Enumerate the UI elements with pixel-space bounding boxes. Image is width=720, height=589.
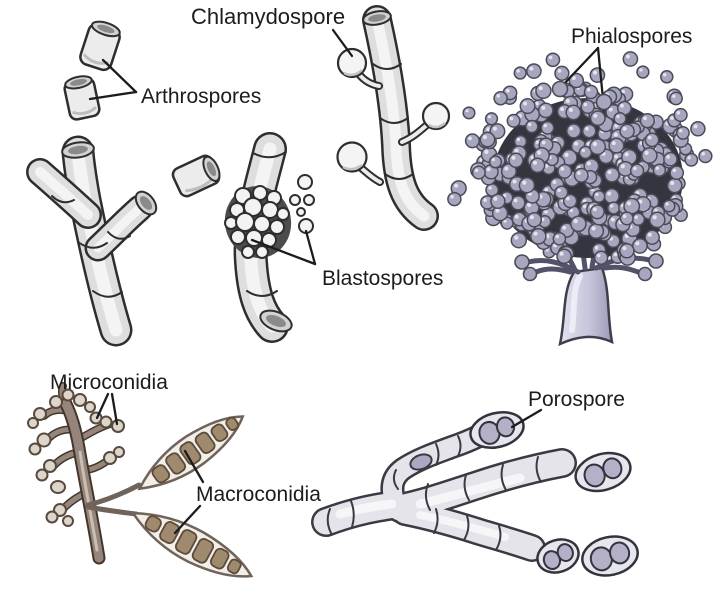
phialospore-dot-cluster: [470, 72, 699, 266]
microconidia-buds: [27, 388, 125, 527]
blastospores-leader-line-2: [304, 229, 317, 266]
arthrospores-leader-line-2: [88, 90, 138, 101]
porospore-label: Porospore: [528, 388, 625, 411]
porospore-illustration: Porospore: [311, 388, 639, 577]
conidia-illustration: Microconidia Macroconidia: [27, 371, 321, 578]
arthrospores-label: Arthrospores: [141, 85, 261, 108]
phialospores-illustration: Phialospores: [447, 25, 713, 347]
phialospore-outlier-dots: [447, 51, 713, 207]
blastospore-cluster: [224, 185, 292, 259]
phialospore-stalk: [558, 266, 614, 347]
branching-hypha: [26, 135, 221, 347]
blastospores-leader-line-1: [250, 238, 317, 266]
arthrospores-illustration: Arthrospores: [26, 20, 261, 347]
macroconidia-label: Macroconidia: [196, 483, 321, 506]
chlamydospore-illustration: Chlamydospore: [191, 4, 451, 231]
porospore-1: [469, 411, 525, 449]
microconidia-label: Microconidia: [50, 371, 168, 394]
microconidia-leader-line-1: [95, 392, 110, 420]
chlamydospore-spheres: [336, 47, 451, 186]
macroconidia-leader-line-1: [183, 449, 205, 484]
macroconidium-lower: [130, 511, 254, 578]
macroconidia-leader-line-2: [173, 504, 202, 535]
phialospore-target-2: [595, 93, 613, 111]
porospore-3: [536, 538, 580, 574]
blastospores-label: Blastospores: [322, 267, 443, 290]
porospore-hypha-dividers: [326, 435, 542, 551]
phialospores-leader-line-2: [596, 46, 605, 101]
arthrospores-leader-line-1: [101, 58, 138, 94]
phialospore-target-1: [551, 80, 569, 98]
chlamydospore-leader-line: [331, 28, 354, 58]
phialospores-leader-line-1: [560, 46, 600, 88]
porospore-2: [574, 451, 632, 493]
arthrospore-cylinder-b: [63, 75, 101, 121]
chlamydospore-label: Chlamydospore: [191, 4, 345, 29]
macroconidium-upper: [137, 415, 245, 491]
phialospores-label: Phialospores: [571, 25, 692, 48]
arthrospore-cylinder-a: [79, 20, 121, 72]
porospore-leader-line: [510, 408, 543, 429]
microconidia-leader-line-2: [110, 392, 119, 426]
porospore-4: [581, 535, 639, 577]
blastospores-illustration: Blastospores: [224, 132, 443, 343]
detached-arthrospore-segment: [171, 154, 221, 198]
hyphal-cell-spot: [409, 453, 433, 471]
free-blastospores: [289, 174, 315, 234]
